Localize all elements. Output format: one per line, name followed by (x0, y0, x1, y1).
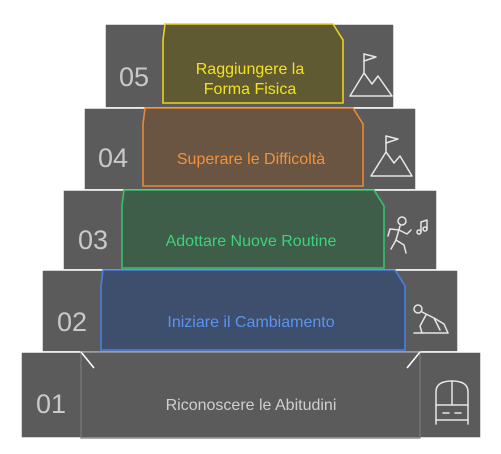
step-04: 04 Superare le Difficoltà (83, 107, 417, 191)
step-01-divider-left (80, 351, 95, 369)
step-02-label: Iniziare il Cambiamento (167, 314, 334, 331)
mountain-flag-icon (370, 135, 413, 177)
step-05: 05 Raggiungere la Forma Fisica (104, 23, 395, 109)
step-01-label: Riconoscere le Abitudini (166, 397, 337, 414)
step-01-face (80, 351, 421, 439)
mountain-summit-flag-icon (349, 53, 393, 97)
step-05-label-line-2: Forma Fisica (204, 81, 297, 98)
step-05-number: 05 (119, 62, 149, 92)
step-05-face (162, 23, 344, 104)
step-02-face (100, 269, 406, 351)
step-02-number: 02 (57, 307, 87, 337)
step-04-label: Superare le Difficoltà (177, 151, 325, 168)
step-02: 02 Iniziare il Cambiamento (41, 269, 459, 353)
step-03-face (121, 189, 385, 269)
step-04-number: 04 (98, 143, 128, 173)
step-03-number: 03 (78, 225, 108, 255)
step-01-number: 01 (36, 389, 66, 419)
crouching-start-icon (413, 304, 449, 334)
step-01: 01 Riconoscere le Abitudini (20, 351, 482, 439)
step-01-divider-right (406, 351, 421, 369)
step-04-face (142, 107, 364, 187)
door-cabinet-icon (435, 380, 469, 425)
step-05-label-line-1: Raggiungere la (196, 61, 305, 78)
step-03-label: Adottare Nuove Routine (166, 233, 337, 250)
step-01-block (20, 351, 482, 439)
step-03: 03 Adottare Nuove Routine (62, 189, 438, 271)
dancing-figure-icon (387, 216, 428, 254)
